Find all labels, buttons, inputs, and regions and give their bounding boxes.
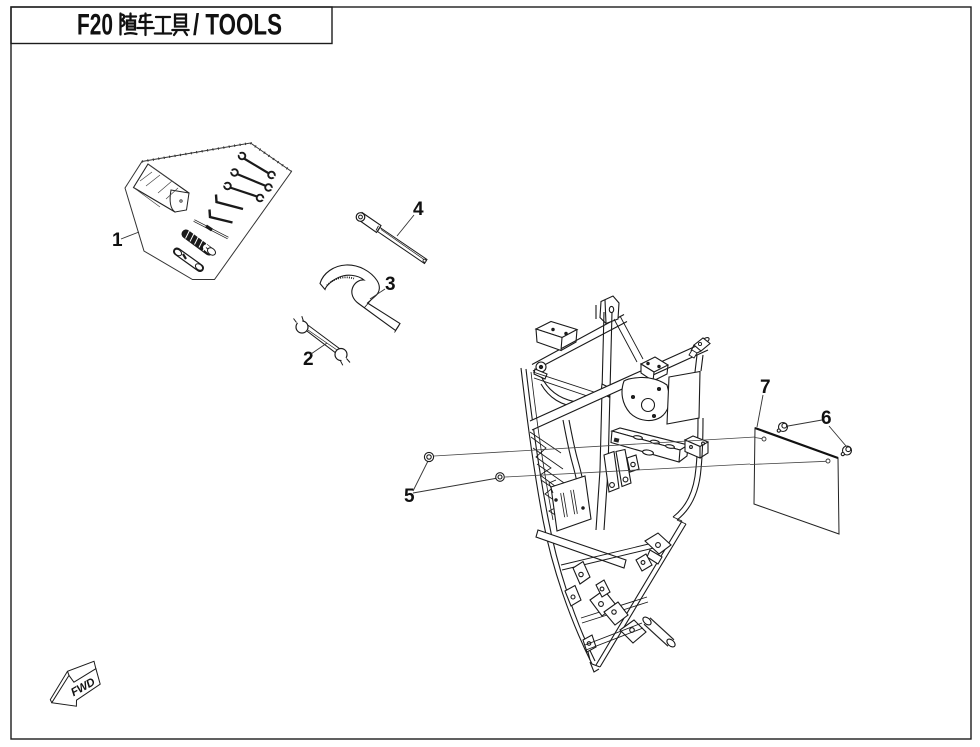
svg-text:F20: F20: [77, 9, 113, 42]
svg-text:6: 6: [821, 408, 832, 429]
svg-text:5: 5: [404, 486, 415, 507]
svg-text:4: 4: [413, 199, 424, 220]
svg-text:/ TOOLS: / TOOLS: [193, 9, 282, 42]
svg-text:3: 3: [385, 274, 396, 295]
svg-text:7: 7: [760, 377, 771, 398]
svg-text:2: 2: [303, 349, 314, 370]
svg-text:1: 1: [112, 230, 123, 251]
